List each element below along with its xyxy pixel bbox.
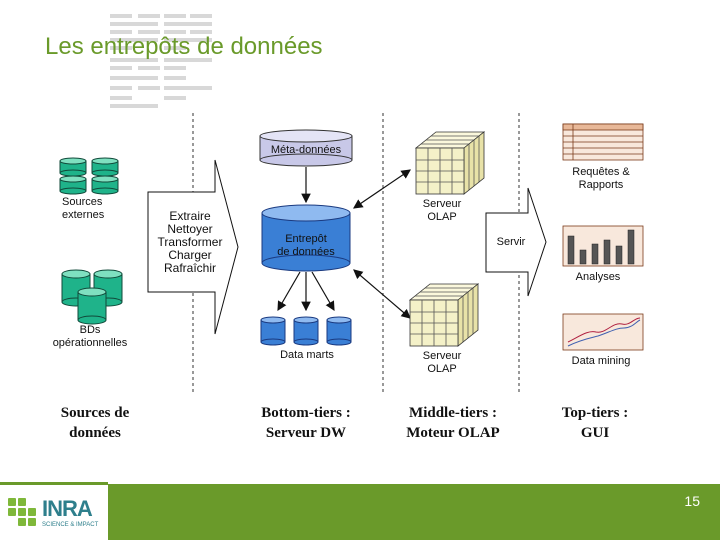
etl-step-rafraichir: Rafraîchir <box>163 261 216 275</box>
tier-bottom-line1: Bottom-tiers : <box>261 405 351 421</box>
tier-top-line2: GUI <box>580 425 610 441</box>
data-mining-chart-icon <box>562 313 644 351</box>
data-marts-label: Data marts <box>280 349 334 361</box>
report-sheet-icon <box>562 123 644 161</box>
decorative-stripes <box>110 14 212 108</box>
tier-middle: Middle-tiers : Moteur OLAP <box>388 403 518 443</box>
data-marts-cylinders <box>260 316 352 346</box>
tier-middle-line1: Middle-tiers : <box>409 405 497 421</box>
olap-cube-bottom <box>408 283 480 347</box>
entrepot-to-marts-arrows <box>277 271 335 312</box>
requetes-label-line2: Rapports <box>578 179 624 191</box>
serveur-olap-top-line2: OLAP <box>427 211 457 223</box>
bds-operationnelles-label: BDs opérationnelles <box>52 324 128 349</box>
serveur-olap-top-label: Serveur OLAP <box>412 198 472 224</box>
inra-logo-icon <box>8 498 36 526</box>
requetes-label-line1: Requêtes & <box>572 166 630 178</box>
tier-sources-line2: données <box>69 425 121 441</box>
olap-cube-top <box>414 131 486 195</box>
entrepot-cylinder <box>261 204 351 272</box>
etl-step-extraire: Extraire <box>169 209 211 223</box>
tier-sources-line1: Sources de <box>60 405 130 421</box>
meta-donnees-label: Méta-données <box>270 144 342 156</box>
entrepot-label: Entrepôt de données <box>262 233 350 259</box>
inra-logo-text: INRA <box>42 496 93 521</box>
entrepot-olap-top-arrow <box>353 169 411 209</box>
requetes-label: Requêtes & Rapports <box>560 166 642 192</box>
analyses-label: Analyses <box>575 271 621 283</box>
meta-donnees-cylinder <box>259 129 353 167</box>
tier-top: Top-tiers : GUI <box>540 403 650 443</box>
page-number: 15 <box>684 493 700 509</box>
serveur-olap-top-line1: Serveur <box>422 198 462 210</box>
data-mining-label: Data mining <box>571 355 631 367</box>
sources-externes-label: Sources externes <box>62 196 105 221</box>
page-title: Les entrepôts de données <box>45 33 323 60</box>
servir-arrow <box>485 187 547 297</box>
serveur-olap-bottom-label: Serveur OLAP <box>412 350 472 376</box>
tier-bottom-line2: Serveur DW <box>265 425 347 441</box>
bds-operationnelles-cylinders <box>61 269 123 325</box>
footer-bar <box>0 484 720 540</box>
etl-arrow <box>147 159 239 335</box>
tier-bottom: Bottom-tiers : Serveur DW <box>236 403 376 443</box>
entrepot-olap-bottom-arrow <box>353 269 411 319</box>
sources-externes-cylinders <box>59 157 119 195</box>
etl-step-charger: Charger <box>168 248 212 262</box>
etl-step-nettoyer: Nettoyer <box>167 222 213 236</box>
tier-top-line1: Top-tiers : <box>561 405 629 421</box>
tier-middle-line2: Moteur OLAP <box>406 425 500 441</box>
servir-label: Servir <box>496 236 526 248</box>
tier-sources: Sources de données <box>40 403 150 443</box>
tier-separators <box>192 113 520 395</box>
etl-step-transformer: Transformer <box>157 235 223 249</box>
footer-divider <box>0 482 108 485</box>
serveur-olap-bottom-line1: Serveur <box>422 350 462 362</box>
serveur-olap-bottom-line2: OLAP <box>427 363 457 375</box>
entrepot-label-line2: de données <box>277 246 335 258</box>
etl-steps-list: Extraire Nettoyer Transformer Charger Ra… <box>150 210 230 275</box>
inra-logo-subtitle: SCIENCE & IMPACT <box>42 522 99 528</box>
entrepot-label-line1: Entrepôt <box>285 233 327 245</box>
analyses-bar-chart-icon <box>562 225 644 267</box>
